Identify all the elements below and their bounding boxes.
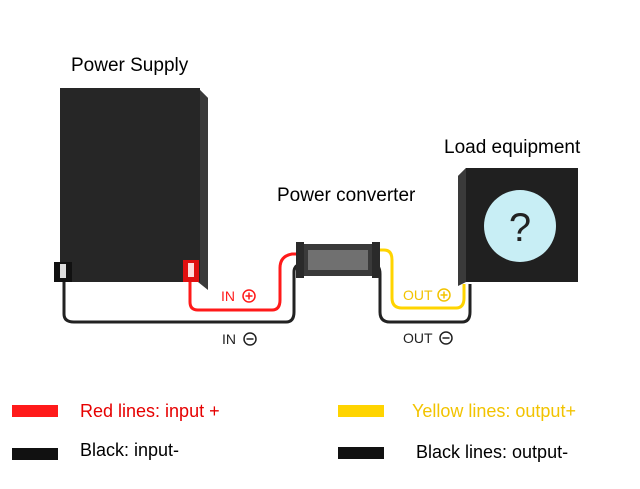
- question-mark-icon: ?: [509, 206, 531, 250]
- power-supply: [54, 88, 208, 290]
- legend-black-output-swatch: [338, 447, 384, 459]
- load-side: [458, 168, 466, 286]
- legend-red-text: Red lines: input +: [80, 401, 220, 421]
- in-minus-label: IN: [222, 331, 236, 347]
- plus-circle-icon: [242, 289, 256, 303]
- supply-negative-post: [60, 264, 66, 278]
- in-plus-label: IN: [221, 288, 235, 304]
- load-unknown-circle: [484, 190, 556, 262]
- out-plus-label: OUT: [403, 287, 433, 303]
- yellow-output-wire: [372, 248, 466, 310]
- load-equipment-label: Load equipment: [444, 137, 581, 158]
- legend-black-input-swatch: [12, 448, 58, 460]
- power-converter: [296, 242, 380, 278]
- load-equipment: [458, 168, 578, 286]
- legend-yellow-swatch: [338, 405, 384, 417]
- legend-yellow-text: Yellow lines: output+: [412, 401, 576, 421]
- legend-red-swatch: [12, 405, 58, 417]
- legend-black-input-text: Black: input-: [80, 440, 180, 460]
- power-converter-label: Power converter: [277, 185, 416, 206]
- power-supply-label: Power Supply: [71, 55, 189, 76]
- out-minus-label: OUT: [403, 330, 433, 346]
- converter-right-cap: [372, 242, 380, 278]
- legend-black-output-text: Black lines: output-: [416, 442, 569, 462]
- plus-circle-icon: [437, 288, 451, 302]
- converter-label-area: [308, 250, 368, 270]
- power-supply-side: [198, 88, 208, 290]
- minus-circle-icon: [439, 331, 453, 345]
- red-input-wire: [188, 252, 302, 312]
- converter-left-cap: [296, 242, 304, 278]
- minus-circle-icon: [243, 332, 257, 346]
- black-input-wire: [62, 262, 305, 324]
- power-supply-front: [60, 88, 200, 282]
- supply-positive-post: [188, 263, 194, 277]
